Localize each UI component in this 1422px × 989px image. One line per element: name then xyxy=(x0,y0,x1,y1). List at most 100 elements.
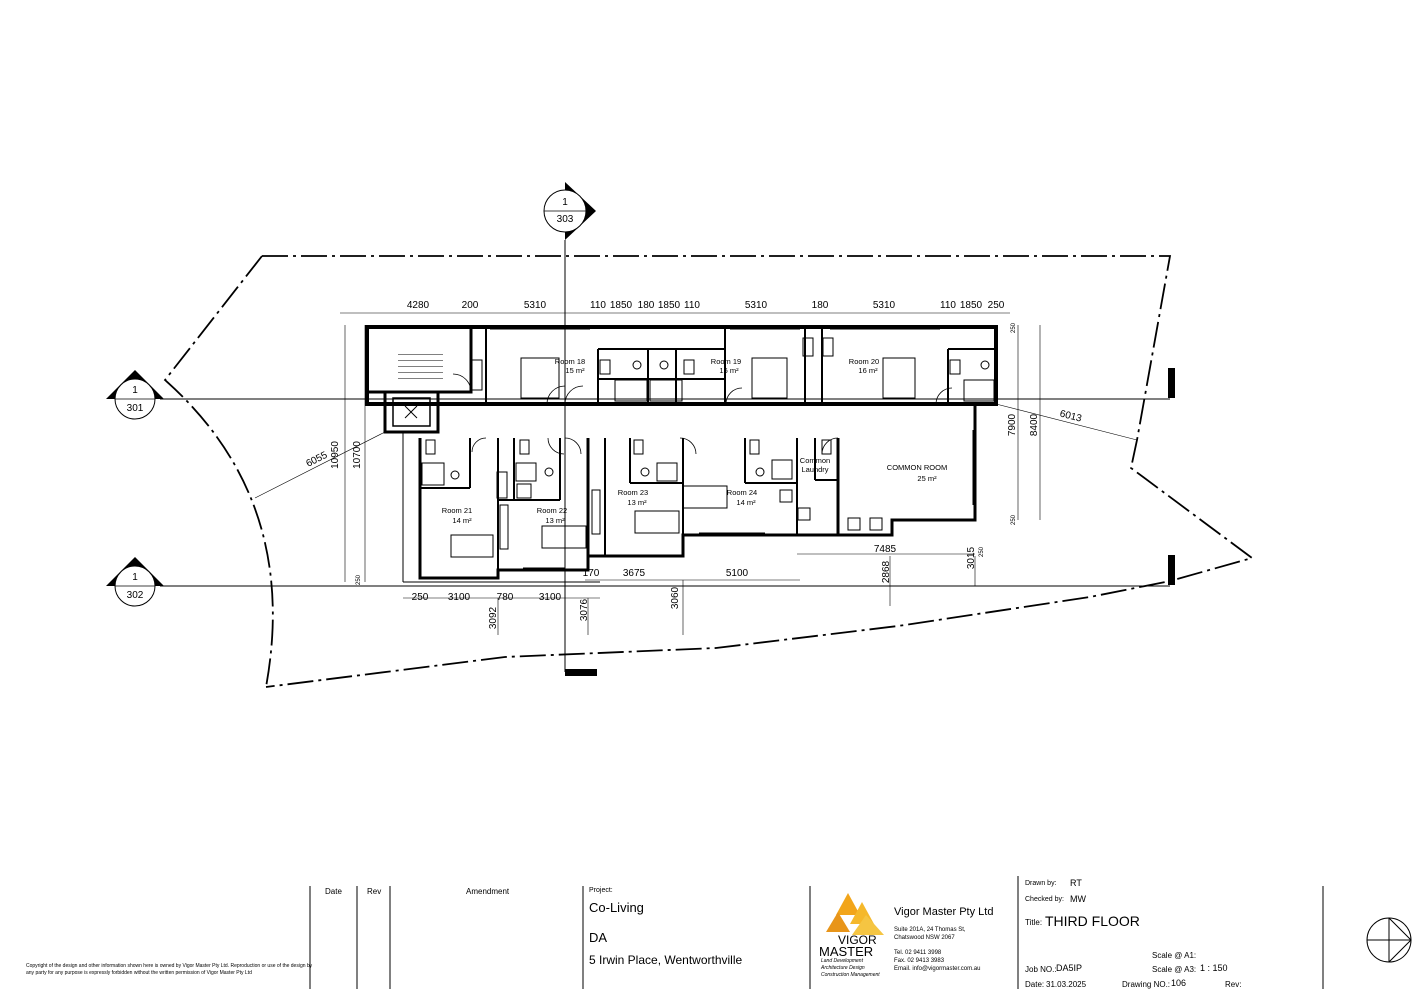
drawing-title: THIRD FLOOR xyxy=(1045,913,1140,929)
checked-by-value: MW xyxy=(1070,894,1086,904)
room-name: Room 23 xyxy=(618,488,648,497)
section-marker-num: 1 xyxy=(132,572,138,583)
room-area: 15 m² xyxy=(565,366,585,375)
job-no-value: DA5IP xyxy=(1056,963,1083,973)
date-label: Date: xyxy=(1025,980,1045,989)
dim-label: 3076 xyxy=(579,598,590,621)
logo-tagline: Land Development xyxy=(821,958,863,964)
copyright-line: any party for any purpose is expressly f… xyxy=(26,970,252,976)
dim-label: 3015 xyxy=(966,546,977,569)
stair-treads xyxy=(398,350,443,384)
tel: Tel. 02 9411 3998 xyxy=(894,950,942,956)
logo-taglines: Land Development Architecture Design Con… xyxy=(821,958,880,979)
email: Email. info@vigormaster.com.au xyxy=(894,966,981,972)
dim-label: 3100 xyxy=(539,592,562,603)
title-label: Title: xyxy=(1025,918,1043,927)
dim-label: 5100 xyxy=(726,568,749,579)
project-address: 5 Irwin Place, Wentworthville xyxy=(589,953,743,967)
logo-text: VIGOR xyxy=(838,933,877,947)
dim-label: 6013 xyxy=(1058,409,1083,425)
checked-by-label: Checked by: xyxy=(1025,896,1064,903)
site-boundary xyxy=(163,255,1255,688)
dim-label: 3060 xyxy=(670,586,681,609)
dim-label: 250 xyxy=(988,300,1005,311)
company-name: Vigor Master Pty Ltd xyxy=(894,906,994,918)
interior-walls xyxy=(420,327,996,570)
scale-a3-label: Scale @ A3: xyxy=(1152,965,1197,974)
logo-tagline: Construction Management xyxy=(821,972,880,978)
laundry-label: Laundry xyxy=(801,465,828,474)
company-contact: Tel. 02 9411 3998 Fax. 02 9413 3983 Emai… xyxy=(894,949,980,973)
room-area: 16 m² xyxy=(719,366,739,375)
dim-label: 110 xyxy=(590,300,606,311)
dimension-lines xyxy=(254,312,1138,635)
section-marker-sheet: 301 xyxy=(127,403,144,414)
project-stage: DA xyxy=(589,930,608,945)
room-name: Room 24 xyxy=(727,488,757,497)
dim-label: 1850 xyxy=(960,300,983,311)
room-name: Room 18 xyxy=(555,357,585,366)
copyright-notice: Copyright of the design and other inform… xyxy=(26,963,312,977)
fax: Fax. 02 9413 3983 xyxy=(894,958,945,964)
room-area: 14 m² xyxy=(452,516,472,525)
vigor-master-logo: VIGOR MASTER xyxy=(819,893,884,959)
address-line: Chatswood NSW 2067 xyxy=(894,935,955,941)
section-end-marker xyxy=(565,669,597,676)
dim-label: 5310 xyxy=(745,300,768,311)
scale-a1-label: Scale @ A1: xyxy=(1152,951,1197,960)
dim-label: 1850 xyxy=(658,300,681,311)
drawn-by-value: RT xyxy=(1070,878,1082,888)
room-name: COMMON ROOM xyxy=(887,463,947,472)
room-area: 13 m² xyxy=(627,498,647,507)
room-area: 16 m² xyxy=(858,366,878,375)
dim-label: 3675 xyxy=(623,568,646,579)
dim-label: 7900 xyxy=(1007,413,1018,436)
dim-label: 110 xyxy=(684,300,700,311)
drawn-by-label: Drawn by: xyxy=(1025,880,1057,887)
dim-label: 10950 xyxy=(330,441,341,469)
top-dimensions: 4280 200 5310 110 1850 180 1850 110 5310… xyxy=(407,300,1005,311)
section-marker-303: 1 303 xyxy=(543,182,596,240)
dim-label: 200 xyxy=(462,300,479,311)
dim-label: 4280 xyxy=(407,300,430,311)
dim-label: 8400 xyxy=(1029,413,1040,436)
date-value: 31.03.2025 xyxy=(1046,980,1087,989)
dim-label: 250 xyxy=(412,592,429,603)
laundry-label: Common xyxy=(800,456,830,465)
section-end-marker xyxy=(1168,555,1175,585)
beds xyxy=(450,357,916,558)
dim-label: 7485 xyxy=(874,544,897,555)
dim-label: 780 xyxy=(497,592,514,603)
room-name: Room 21 xyxy=(442,506,472,515)
building-walls xyxy=(365,325,998,583)
dim-label: 3100 xyxy=(448,592,471,603)
dim-label: 1850 xyxy=(610,300,633,311)
section-marker-sheet: 302 xyxy=(127,590,144,601)
dim-label: 250 xyxy=(979,546,985,557)
dim-label: 250 xyxy=(1011,514,1017,525)
drawing-no-value: 106 xyxy=(1171,978,1187,988)
dim-label: 2868 xyxy=(881,560,892,583)
lift xyxy=(392,397,431,427)
room-name: Room 22 xyxy=(537,506,567,515)
bottom-dimensions: 250 3100 780 3100 170 3675 5100 7485 xyxy=(412,544,897,603)
title-block-grid xyxy=(309,876,1324,989)
job-no-label: Job NO.: xyxy=(1025,965,1057,974)
dim-label: 180 xyxy=(638,300,655,311)
room-area: 25 m² xyxy=(917,474,937,483)
section-marker-num: 1 xyxy=(562,197,568,208)
dim-label: 5310 xyxy=(873,300,896,311)
logo-tagline: Architecture Design xyxy=(821,965,865,971)
dim-label: 180 xyxy=(812,300,829,311)
dim-label: 5310 xyxy=(524,300,547,311)
section-lines xyxy=(160,240,1170,672)
col-date-header: Date xyxy=(325,887,342,896)
copyright-line: Copyright of the design and other inform… xyxy=(26,963,313,969)
logo-text: MASTER xyxy=(819,944,873,959)
room-area: 13 m² xyxy=(545,516,565,525)
dim-label: 250 xyxy=(1011,322,1017,333)
scale-a3-value: 1 : 150 xyxy=(1200,963,1228,973)
drawing-no-label: Drawing NO.: xyxy=(1122,980,1171,989)
company-address: Suite 201A, 24 Thomas St, Chatswood NSW … xyxy=(894,926,966,942)
